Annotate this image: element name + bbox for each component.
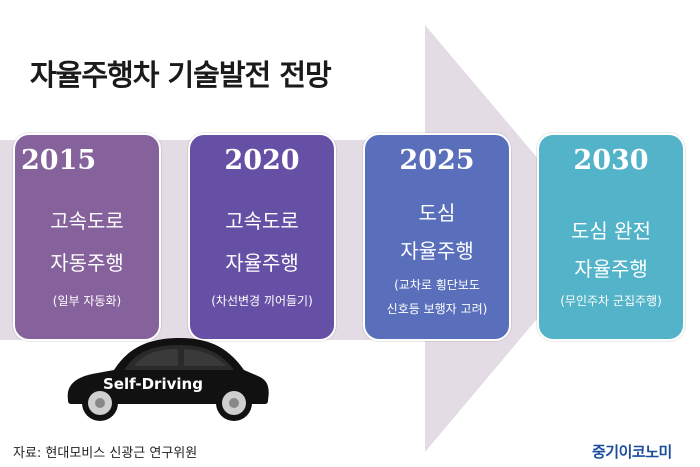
stage-year: 2025 <box>399 145 475 176</box>
stage-line2: 자율주행 <box>400 239 474 263</box>
stage-line1: 도심 완전 <box>571 219 651 243</box>
source-credit: 자료: 현대모비스 신광근 연구위원 <box>13 446 198 461</box>
stage-year: 2020 <box>224 145 300 176</box>
car-label: Self-Driving <box>103 375 203 393</box>
stage-year: 2030 <box>573 145 649 176</box>
stage-line2: 자율주행 <box>574 257 648 281</box>
publisher-logo: 중기이코노미 <box>592 443 672 461</box>
stage-note-2: 신호등 보행자 고려) <box>386 302 488 316</box>
stage-card-2025: 2025 도심 자율주행 (교차로 횡단보도 신호등 보행자 고려) <box>363 133 511 341</box>
stage-line1: 고속도로 <box>225 209 299 233</box>
stage-line2: 자동주행 <box>50 251 124 275</box>
stage-note: (차선변경 끼어들기) <box>211 294 313 308</box>
stage-line1: 고속도로 <box>50 209 124 233</box>
stage-card-2030: 2030 도심 완전 자율주행 (무인주차 군집주행) <box>537 133 685 341</box>
stage-card-2015: 2015 고속도로 자동주행 (일부 자동화) <box>13 133 161 341</box>
stage-line2: 자율주행 <box>225 251 299 275</box>
page-title: 자율주행차 기술발전 전망 <box>30 58 332 92</box>
stage-note: (교차로 횡단보도 <box>394 278 480 292</box>
stage-note: (무인주차 군집주행) <box>560 294 662 308</box>
stage-card-2020: 2020 고속도로 자율주행 (차선변경 끼어들기) <box>188 133 336 341</box>
stage-line1: 도심 <box>418 201 456 225</box>
stage-year: 2015 <box>21 145 97 176</box>
stage-note: (일부 자동화) <box>52 294 122 308</box>
car-icon <box>67 338 269 421</box>
